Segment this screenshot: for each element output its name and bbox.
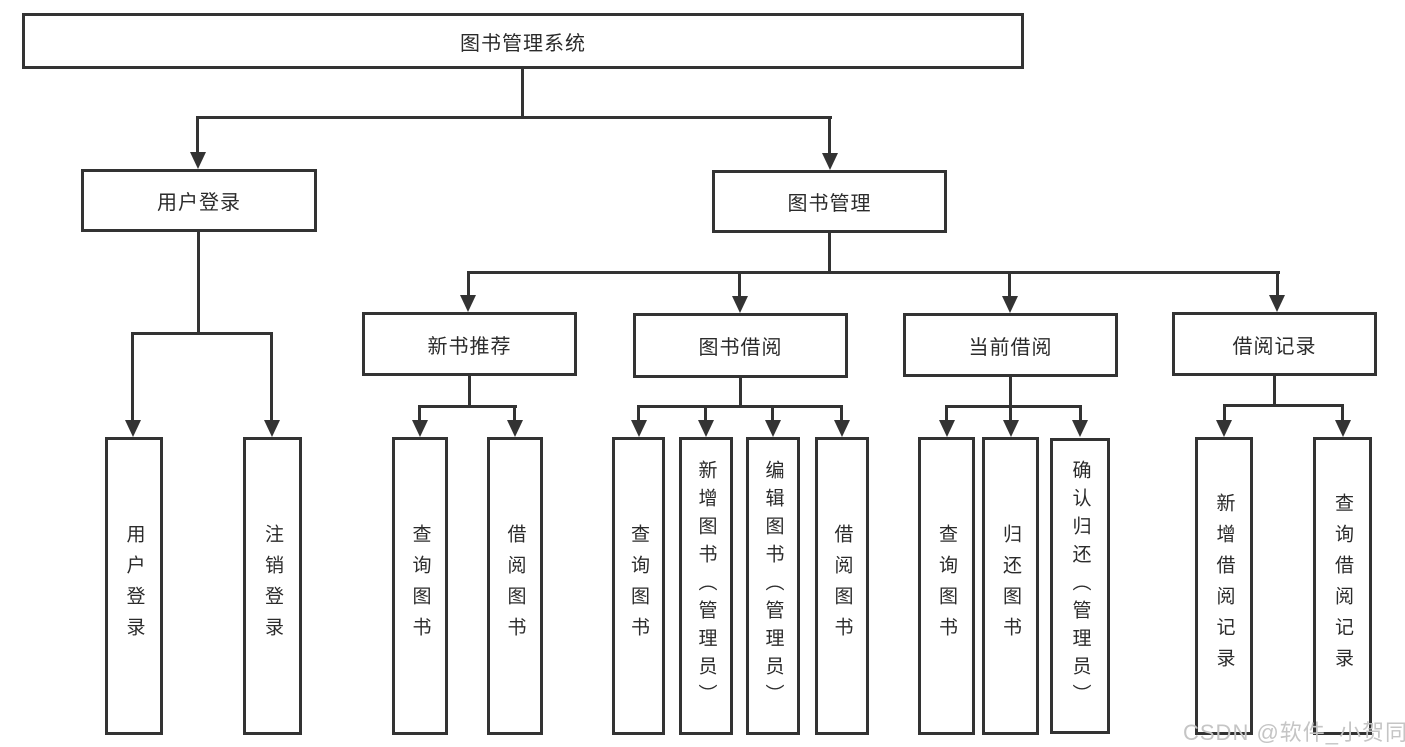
leaf-query-book-borrowing: 查询图书 [612, 437, 665, 735]
connector-currentborrow-stem [1009, 377, 1012, 407]
arrow-down-icon [939, 420, 955, 437]
arrow-down-icon [631, 420, 647, 437]
arrow-down-icon [412, 420, 428, 437]
leaf-query-borrow-record: 查询借阅记录 [1313, 437, 1372, 735]
leaf-borrow-book-recommend: 借阅图书 [487, 437, 543, 735]
arrow-down-icon [460, 295, 476, 312]
connector-drop-g3-borrow [840, 407, 843, 422]
connector-drop-g3-query [637, 407, 640, 422]
leaf-add-borrow-record-label: 新增借阅记录 [1213, 493, 1235, 679]
arrow-down-icon [834, 420, 850, 437]
leaf-query-borrow-record-label: 查询借阅记录 [1332, 493, 1353, 679]
connector-userlogin-crossbar [131, 332, 273, 335]
arrow-down-icon [698, 420, 714, 437]
connector-drop-new-book [467, 273, 470, 297]
connector-root-crossbar [196, 116, 832, 119]
node-user-login: 用户登录 [81, 169, 317, 232]
connector-drop-leaf-logout [270, 334, 273, 422]
leaf-query-book-recommend: 查询图书 [392, 437, 448, 735]
connector-drop-borrow-records [1276, 273, 1279, 297]
node-root: 图书管理系统 [22, 13, 1024, 69]
arrow-down-icon [1002, 296, 1018, 313]
csdn-watermark: CSDN @软件_小贺同学 [1183, 720, 1405, 745]
arrow-down-icon [1269, 295, 1285, 312]
node-borrowing-records: 借阅记录 [1172, 312, 1377, 376]
connector-records-crossbar [1223, 404, 1344, 407]
connector-bookmgmt-stem [828, 233, 831, 273]
node-book-borrowing-label: 图书借阅 [698, 337, 783, 359]
node-book-management-label: 图书管理 [787, 193, 872, 215]
arrow-down-icon [1072, 420, 1088, 437]
node-new-book-recommend: 新书推荐 [362, 312, 577, 376]
leaf-add-book-admin: 新增图书（管理员） [679, 437, 733, 735]
node-current-borrowing: 当前借阅 [903, 313, 1118, 377]
arrow-down-icon [507, 420, 523, 437]
node-borrowing-records-label: 借阅记录 [1232, 335, 1317, 358]
leaf-borrow-book-borrowing: 借阅图书 [815, 437, 869, 735]
leaf-borrow-book-recommend-label: 借阅图书 [504, 524, 526, 648]
leaf-query-book-current: 查询图书 [918, 437, 975, 735]
leaf-confirm-return-admin-label: 确认归还（管理员） [1069, 460, 1091, 712]
arrow-down-icon [732, 296, 748, 313]
connector-drop-g5-add [1223, 406, 1226, 422]
leaf-edit-book-admin-label: 编辑图书（管理员） [762, 460, 784, 712]
connector-drop-g3-edit [771, 407, 774, 422]
connector-bookborrow-crossbar [637, 405, 843, 408]
node-book-management: 图书管理 [712, 170, 947, 233]
leaf-confirm-return-admin: 确认归还（管理员） [1050, 438, 1110, 734]
leaf-query-book-borrowing-label: 查询图书 [628, 524, 649, 648]
connector-newbook-crossbar [418, 405, 517, 408]
leaf-logout: 注销登录 [243, 437, 302, 735]
arrow-down-icon [125, 420, 141, 437]
connector-drop-g4-query [945, 407, 948, 422]
arrow-down-icon [765, 420, 781, 437]
arrow-down-icon [1335, 420, 1351, 437]
arrow-down-icon [190, 152, 206, 169]
node-new-book-recommend-label: 新书推荐 [427, 335, 512, 358]
arrow-down-icon [1003, 420, 1019, 437]
leaf-user-login-label: 用户登录 [123, 524, 145, 648]
arrow-down-icon [264, 420, 280, 437]
connector-root-stem [521, 67, 524, 118]
connector-currentborrow-crossbar [945, 405, 1082, 408]
leaf-query-book-recommend-label: 查询图书 [409, 524, 431, 648]
connector-drop-g4-return [1009, 407, 1012, 422]
leaf-borrow-book-borrowing-label: 借阅图书 [831, 524, 853, 648]
connector-drop-leaf-login [131, 334, 134, 422]
node-root-label: 图书管理系统 [460, 32, 586, 55]
connector-drop-g3-add [704, 407, 707, 422]
connector-drop-book-mgmt [828, 116, 831, 155]
connector-drop-g4-confirm [1079, 407, 1082, 422]
connector-drop-g5-query [1341, 406, 1344, 422]
node-book-borrowing: 图书借阅 [633, 313, 848, 378]
leaf-edit-book-admin: 编辑图书（管理员） [746, 437, 800, 735]
connector-bookborrow-stem [739, 378, 742, 407]
leaf-query-book-current-label: 查询图书 [936, 524, 957, 648]
connector-userlogin-stem [197, 232, 200, 334]
connector-drop-g2-query [418, 407, 421, 422]
node-user-login-label: 用户登录 [157, 192, 241, 214]
connector-drop-user-login [196, 116, 199, 154]
leaf-return-book: 归还图书 [982, 437, 1039, 735]
leaf-add-borrow-record: 新增借阅记录 [1195, 437, 1253, 735]
leaf-return-book-label: 归还图书 [1000, 524, 1021, 648]
connector-bookmgmt-crossbar [467, 271, 1280, 274]
connector-drop-current-borrow [1008, 273, 1011, 298]
node-current-borrowing-label: 当前借阅 [968, 336, 1053, 359]
leaf-logout-label: 注销登录 [262, 524, 283, 648]
connector-newbook-stem [468, 376, 471, 407]
connector-drop-book-borrow [738, 273, 741, 298]
leaf-user-login: 用户登录 [105, 437, 163, 735]
leaf-add-book-admin-label: 新增图书（管理员） [695, 460, 717, 712]
connector-records-stem [1273, 376, 1276, 406]
connector-drop-g2-borrow [513, 407, 516, 422]
arrow-down-icon [822, 153, 838, 170]
arrow-down-icon [1216, 420, 1232, 437]
